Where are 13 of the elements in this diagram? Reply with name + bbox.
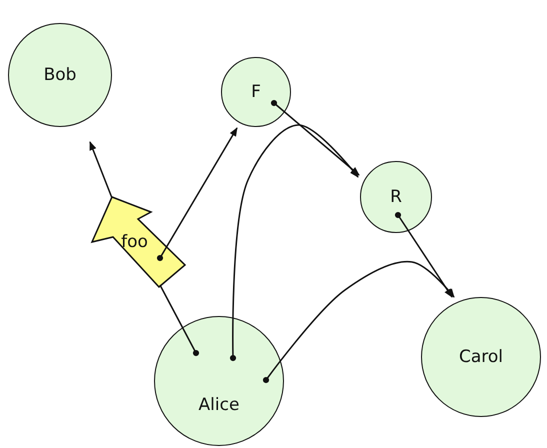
arrow	[230, 124, 359, 362]
node-label: Alice	[198, 395, 240, 415]
block-arrow-node	[90, 195, 187, 288]
node-label: Carol	[458, 347, 504, 367]
node-label: Bob	[44, 65, 76, 85]
arrow	[394, 212, 453, 298]
arrow	[89, 141, 113, 198]
arrow	[262, 260, 455, 384]
arrow	[270, 100, 360, 176]
node-label: R	[390, 187, 402, 207]
node-label: foo	[121, 232, 148, 252]
arrow	[156, 127, 238, 262]
node-label: F	[251, 82, 261, 102]
